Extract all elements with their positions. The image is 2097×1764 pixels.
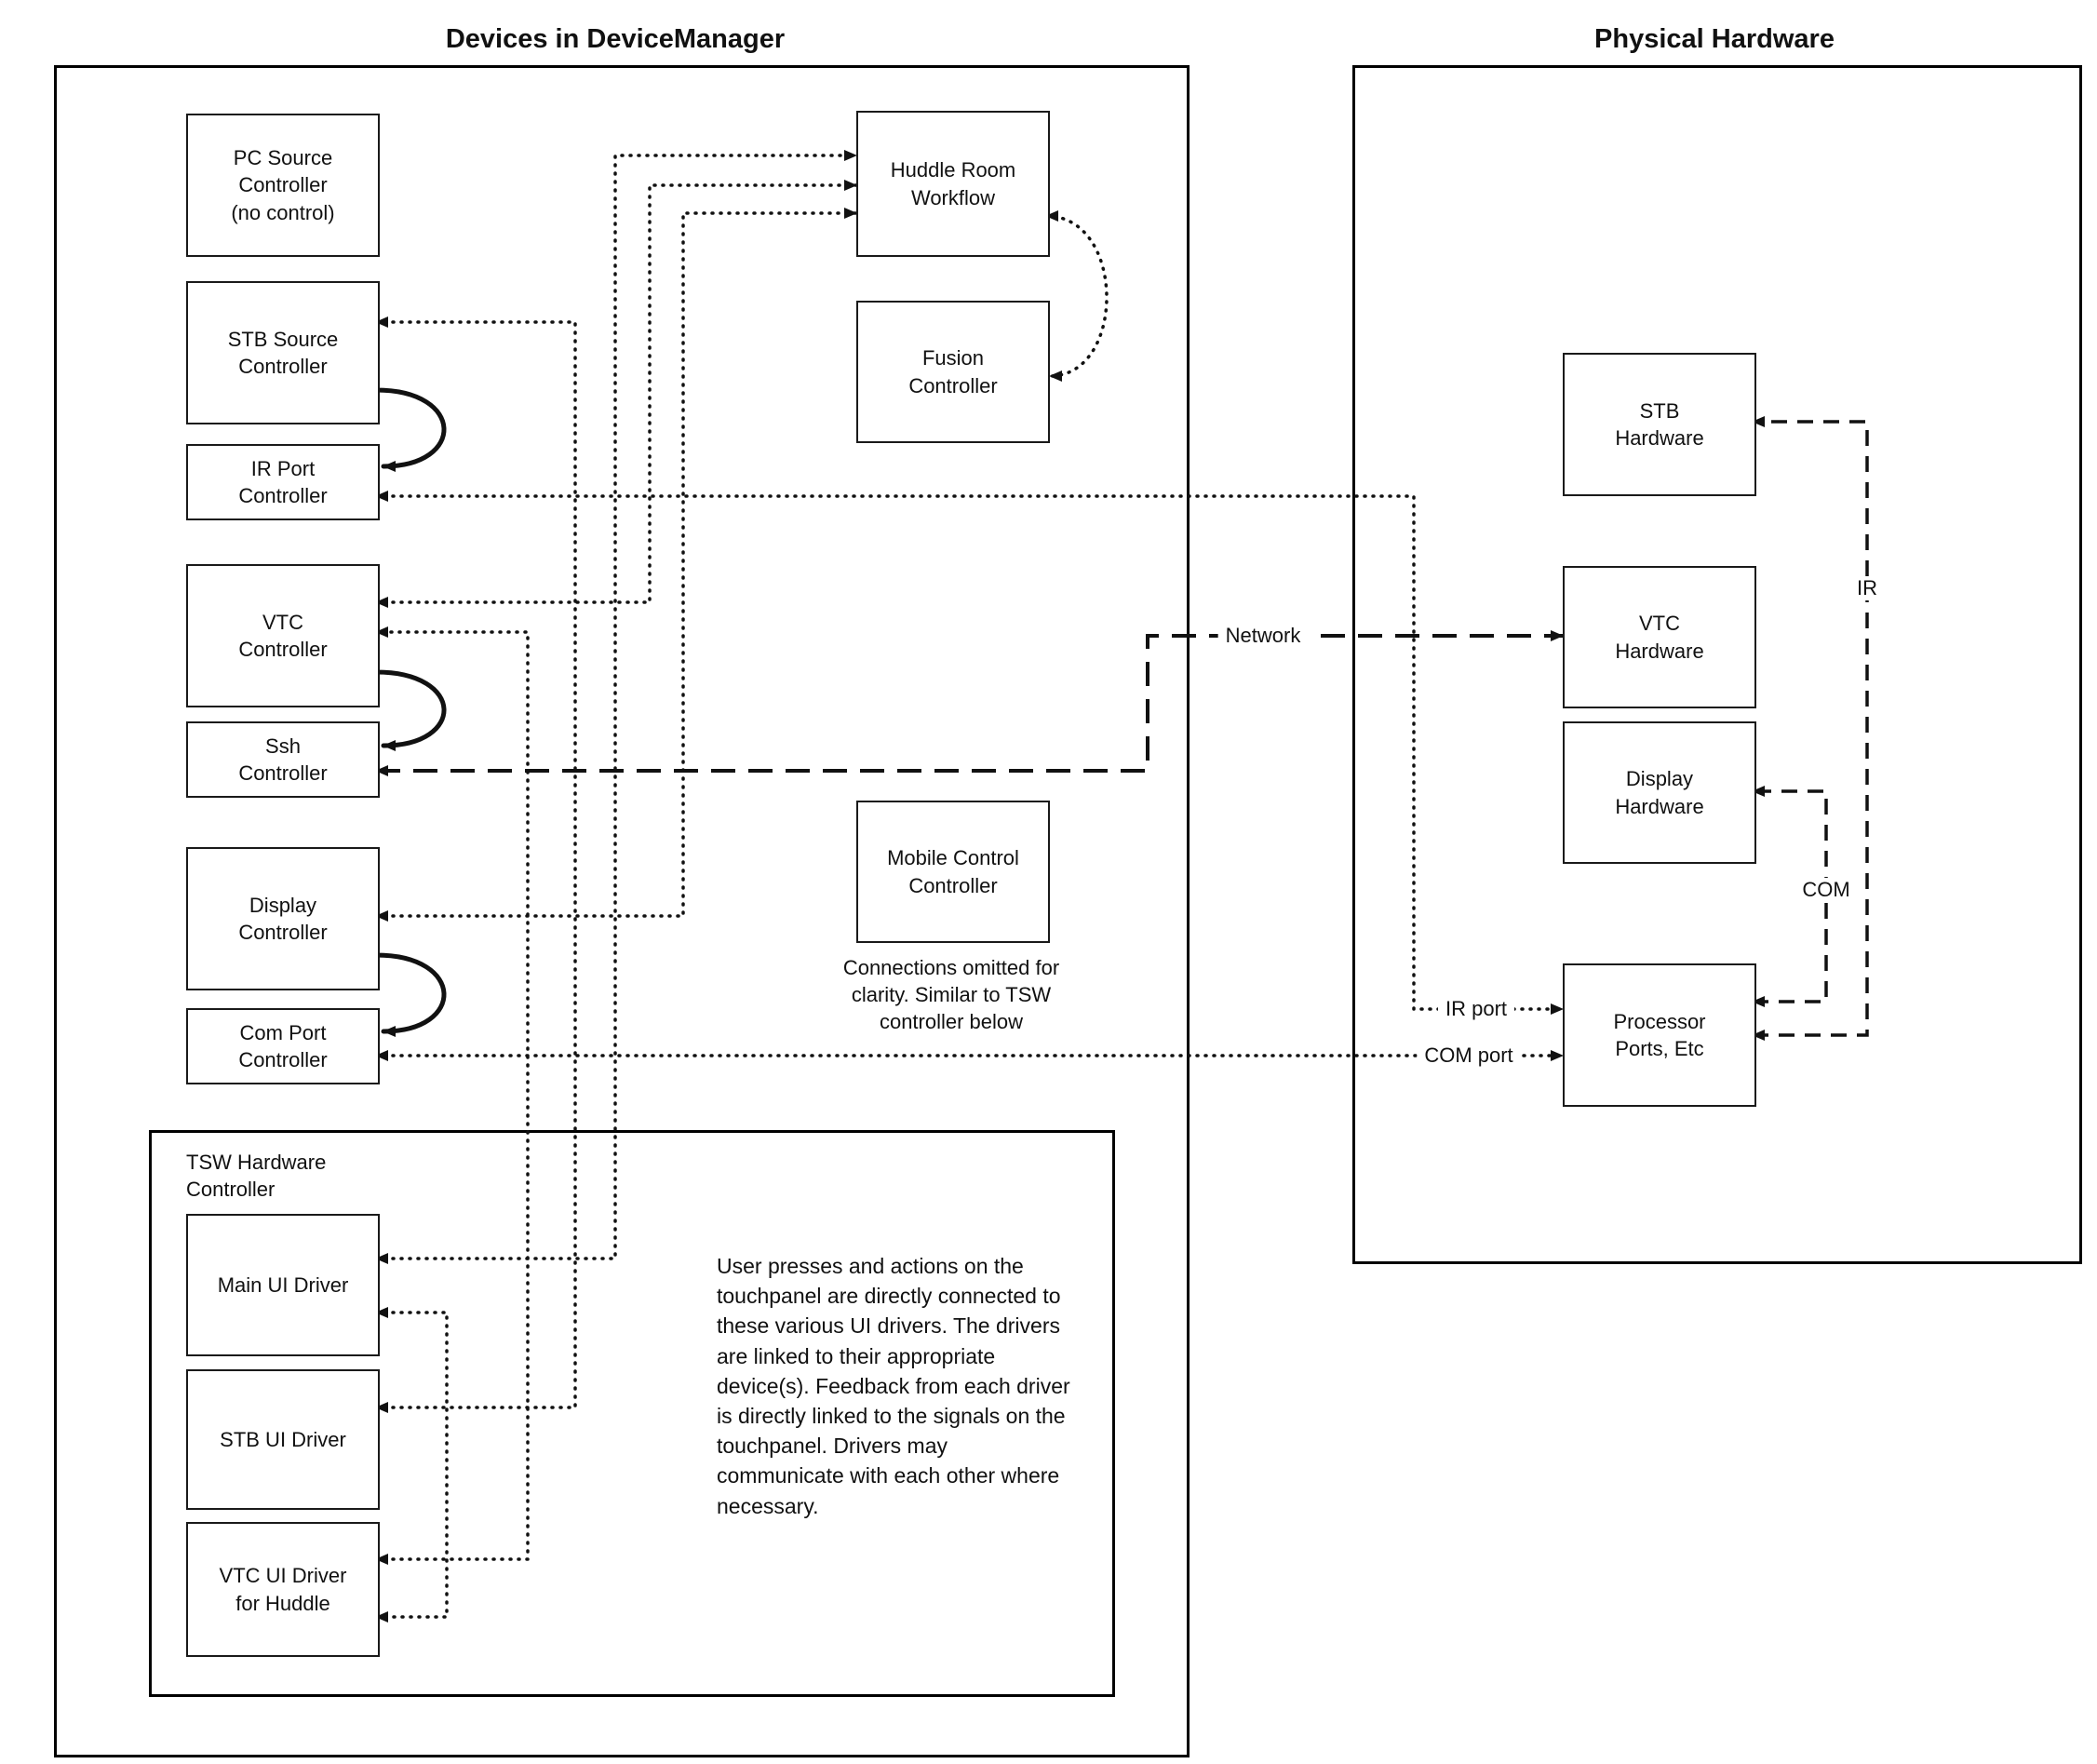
edge-main-ui-to-vtc-ui: [374, 1307, 449, 1623]
edge-stb-source-to-ir-port: [373, 387, 447, 472]
huddle-room-workflow-box: Huddle Room Workflow: [856, 111, 1050, 257]
edge-display-to-com-port: [373, 952, 447, 1037]
ir-wire-label: IR: [1849, 576, 1885, 600]
edge-ssh-to-vtc-hardware-network: [375, 630, 1564, 776]
edge-vtc-to-ssh: [373, 669, 447, 751]
tsw-drivers-note: User presses and actions on the touchpan…: [717, 1254, 1070, 1518]
device-manager-title: Devices in DeviceManager: [445, 24, 786, 54]
processor-ports-box: Processor Ports, Etc: [1563, 963, 1756, 1107]
edge-processor-to-display-hardware-com: [1752, 786, 1828, 1007]
display-controller-box: Display Controller: [186, 847, 380, 990]
stb-ui-driver-box: STB UI Driver: [186, 1369, 380, 1510]
ir-port-controller-box: IR Port Controller: [186, 444, 380, 520]
network-wire-label: Network: [1217, 624, 1309, 648]
edge-display-controller-to-huddle: [374, 208, 858, 922]
edge-main-ui-to-huddle: [374, 150, 858, 1264]
mobile-control-controller-box: Mobile Control Controller: [856, 801, 1050, 943]
edge-huddle-to-fusion: [1044, 210, 1109, 382]
vtc-ui-driver-box: VTC UI Driver for Huddle: [186, 1522, 380, 1657]
stb-hardware-box: STB Hardware: [1563, 353, 1756, 496]
pc-source-controller-box: PC Source Controller (no control): [186, 114, 380, 257]
vtc-controller-box: VTC Controller: [186, 564, 380, 707]
mobile-control-note: Connections omitted for clarity. Similar…: [842, 956, 1060, 1034]
edge-stb-ui-to-stb-source: [374, 316, 577, 1413]
main-ui-driver-box: Main UI Driver: [186, 1214, 380, 1356]
vtc-hardware-box: VTC Hardware: [1563, 566, 1756, 708]
stb-source-controller-box: STB Source Controller: [186, 281, 380, 424]
com-port-controller-box: Com Port Controller: [186, 1008, 380, 1084]
fusion-controller-box: Fusion Controller: [856, 301, 1050, 443]
edge-processor-to-stb-hardware-ir: [1752, 416, 1869, 1041]
ir-port-wire-label: IR port: [1437, 997, 1515, 1021]
com-wire-label: COM: [1795, 878, 1858, 902]
com-port-wire-label: COM port: [1417, 1044, 1521, 1068]
tsw-hardware-controller-label: TSW Hardware Controller: [186, 1151, 327, 1201]
display-hardware-box: Display Hardware: [1563, 721, 1756, 864]
ssh-controller-box: Ssh Controller: [186, 721, 380, 798]
physical-hardware-title: Physical Hardware: [1594, 24, 1835, 54]
